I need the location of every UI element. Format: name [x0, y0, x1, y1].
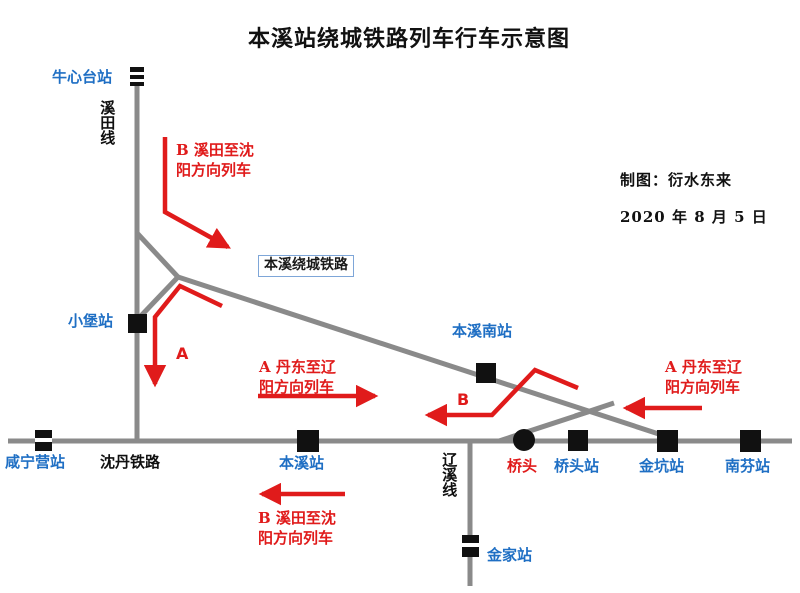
route-letter-a-xiaobao: A [176, 344, 189, 363]
annotation-b-bottom-line2: 阳方向列车 [258, 529, 334, 548]
credit-author: 制图：衍水东来 [620, 171, 733, 189]
annotation-a-right: A 丹东至辽 阳方向列车 [665, 357, 742, 398]
rail-label-liaoxi: 辽溪线 [440, 452, 459, 497]
route-letter-b-benxinan: B [457, 390, 470, 409]
arrow-b-xitian-to-shenyang [162, 137, 231, 249]
annotation-b-top: B 溪田至沈 阳方向列车 [176, 140, 254, 181]
station-marker-nanfen[interactable] [740, 430, 761, 452]
arrow-b-benxinan-west [424, 367, 579, 427]
station-label-benxi[interactable]: 本溪站 [279, 454, 325, 472]
station-label-qiaotouzhan[interactable]: 桥头站 [554, 457, 600, 475]
annotation-b-bottom-letter: B [258, 509, 271, 527]
annotation-a-left-line2: 阳方向列车 [259, 378, 335, 397]
callout-ring-railway: 本溪绕城铁路 [258, 255, 354, 277]
annotation-b-top-letter: B [176, 141, 189, 159]
station-label-jinjia[interactable]: 金家站 [487, 546, 533, 564]
annotation-a-right-line2: 阳方向列车 [665, 378, 741, 397]
station-marker-benxi[interactable] [297, 430, 319, 452]
station-label-nanfen[interactable]: 南芬站 [725, 457, 771, 475]
station-marker-jinkeng[interactable] [657, 430, 678, 452]
annotation-b-bottom: B 溪田至沈 阳方向列车 [258, 508, 336, 549]
annotation-b-top-line2: 阳方向列车 [176, 161, 252, 180]
station-label-xiaobao[interactable]: 小堡站 [68, 312, 114, 330]
rail-wye-upper-leg [135, 231, 180, 279]
station-label-niuxintai[interactable]: 牛心台站 [52, 68, 113, 86]
annotation-a-left-line1: 丹东至辽 [275, 358, 336, 376]
station-label-benxinan[interactable]: 本溪南站 [452, 322, 513, 340]
credit-date: 2020 年 8 月 5 日 [620, 208, 768, 226]
rail-qiaotou-connector-upper [574, 400, 615, 419]
rail-wye-lower-leg [135, 275, 180, 322]
annotation-b-bottom-line1: 溪田至沈 [275, 509, 336, 527]
rail-label-shendan: 沈丹铁路 [100, 453, 161, 471]
rail-label-xitian: 溪田线 [98, 100, 117, 145]
annotation-a-left-letter: A [259, 358, 271, 376]
station-marker-qiaotou[interactable] [513, 429, 535, 451]
annotation-a-right-line1: 丹东至辽 [681, 358, 742, 376]
station-marker-qiaotouzhan[interactable] [568, 430, 588, 451]
page-title: 本溪站绕城铁路列车行车示意图 [248, 26, 571, 52]
station-label-jinkeng[interactable]: 金坑站 [639, 457, 685, 475]
annotation-a-left: A 丹东至辽 阳方向列车 [259, 357, 336, 398]
arrow-a-to-xiaobao-south [143, 283, 223, 388]
annotation-a-right-letter: A [665, 358, 677, 376]
station-marker-xiaobao[interactable] [128, 314, 147, 333]
station-label-qiaotou[interactable]: 桥头 [507, 457, 538, 475]
annotation-b-top-line1: 溪田至沈 [193, 141, 254, 159]
station-label-xianningying[interactable]: 咸宁营站 [5, 453, 66, 471]
station-marker-benxinan[interactable] [476, 363, 496, 383]
